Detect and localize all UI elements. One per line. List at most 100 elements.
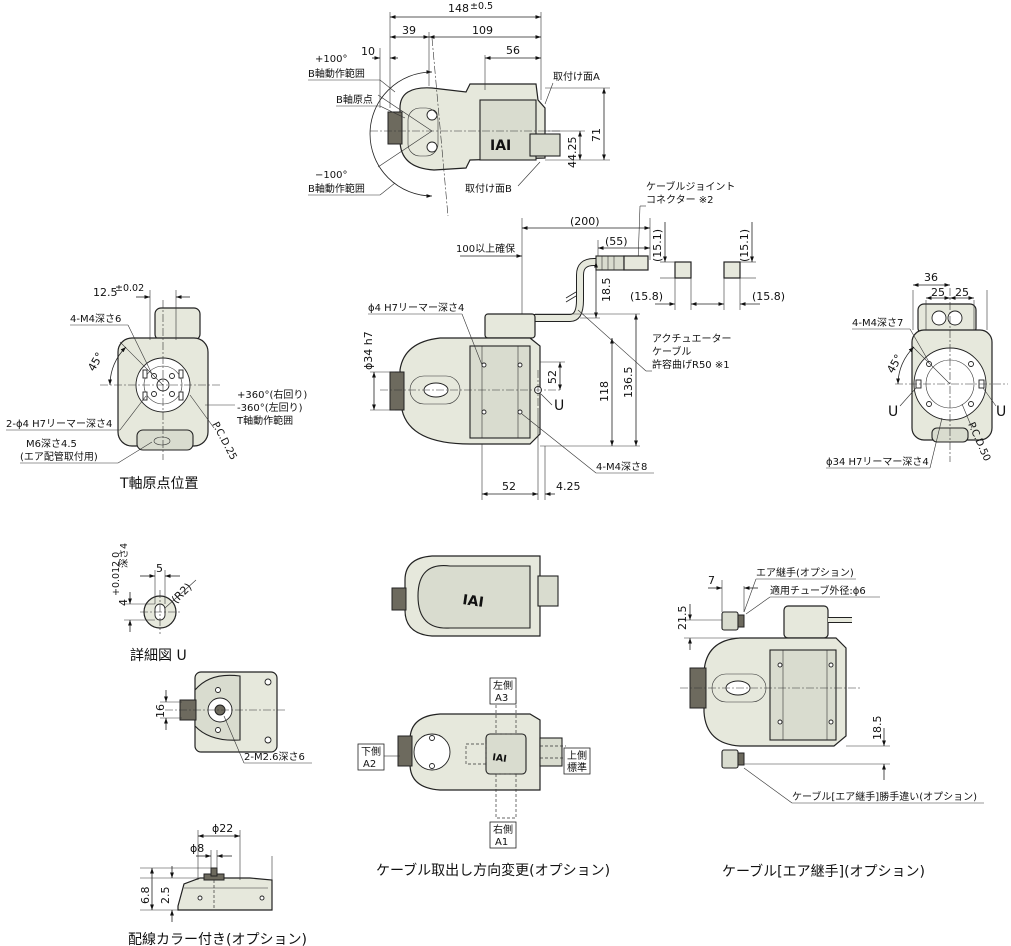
- air-view: エア継手(オプション) 適用チューブ外径:ϕ6 7 21.5 18.5 ケーブル…: [676, 566, 984, 880]
- t-view-m4: 4-M4深さ6: [70, 313, 121, 325]
- dir-down2: A2: [363, 759, 376, 770]
- detail-u: 4 +0.012 0 深さ4 5 (R2) 詳細図 U: [111, 543, 197, 664]
- t-view-dim-12-5: 12.5: [93, 286, 118, 299]
- collar-caption: 配線カラー付き(オプション): [128, 932, 307, 946]
- t-view-range1: +360°(右回り): [237, 388, 307, 401]
- direction-flange: [413, 733, 451, 771]
- right-dim-36: 36: [924, 271, 938, 284]
- dir-left2: A3: [495, 693, 508, 704]
- connector-block-left: [674, 261, 692, 279]
- detail-dim-4: 4: [117, 599, 130, 606]
- t-view-dim-12-5-tol: ±0.02: [115, 283, 144, 294]
- dim-55: (55): [605, 235, 628, 248]
- dim-71: 71: [590, 128, 603, 142]
- air-fitting-label: エア継手(オプション): [756, 566, 854, 579]
- dim-18-5-cable: 18.5: [600, 278, 613, 303]
- label-b-range-bottom: B軸動作範囲: [308, 182, 365, 195]
- main-cable2: ケーブル: [652, 345, 691, 358]
- right-m4: 4-M4深さ7: [852, 317, 903, 329]
- label-secure: 100以上確保: [456, 242, 515, 255]
- top-view-flange: [387, 111, 403, 145]
- air-fitting: [721, 611, 739, 631]
- cable-connector-ribbed: [595, 255, 625, 271]
- top-view-hole: [426, 109, 438, 121]
- detail-u-caption: 詳細図 U: [130, 648, 187, 664]
- t-view-range2: -360°(左回り): [237, 401, 303, 414]
- right-u-left: U: [888, 404, 898, 420]
- top-view-housing: [479, 99, 537, 161]
- main-view-flange: [389, 371, 405, 411]
- dim-15-1-left: (15.1): [651, 229, 664, 262]
- label-mount-b: 取付け面B: [465, 182, 512, 195]
- collar-body: [177, 877, 273, 911]
- dir-right1: 右側: [493, 823, 513, 836]
- t-view-top-block: [154, 307, 201, 341]
- direction-caption: ケーブル取出し方向変更(オプション): [376, 862, 610, 879]
- right-u-right: U: [996, 404, 1006, 420]
- dim-148-tol: ±0.5: [470, 1, 493, 12]
- detail-depth: 深さ4: [119, 543, 130, 568]
- top-view-connector: [529, 133, 561, 157]
- main-dim-52h: 52: [502, 480, 516, 493]
- label-plus100: +100°: [315, 54, 347, 65]
- t-view-range3: T軸動作範囲: [236, 414, 293, 427]
- label-b-range-top: B軸動作範囲: [308, 67, 365, 80]
- direction-logo: IAI: [492, 752, 508, 765]
- t-view-m6b: (エア配管取付用): [20, 450, 98, 463]
- main-m4: 4-M4深さ8: [596, 461, 647, 473]
- direction-box-up: [563, 747, 591, 775]
- direction-top-logo: IAI: [461, 592, 484, 611]
- air-dim-7: 7: [708, 574, 715, 587]
- label-joint-line1: ケーブルジョイント: [646, 180, 735, 193]
- main-view-housing: [469, 345, 531, 439]
- main-dim-136-5: 136.5: [622, 367, 635, 399]
- air-dim-21-5: 21.5: [676, 606, 689, 631]
- dim-15-1-right: (15.1): [738, 229, 751, 262]
- top-view-hole: [426, 141, 438, 153]
- top-view-logo: IAI: [490, 138, 511, 154]
- dim-109: 109: [472, 24, 493, 37]
- direction-box-right: [489, 821, 517, 849]
- small-view: 16 2-M2.6深さ6: [154, 671, 312, 764]
- main-dim-34: ϕ34 h7: [362, 331, 375, 370]
- t-origin-view: 45° 12.5 ±0.02 4-M4深さ6 +360°(右回り) -360°(…: [6, 283, 307, 492]
- label-mount-a: 取付け面A: [553, 70, 600, 83]
- main-cable3: 許容曲げR50 ※1: [652, 358, 730, 371]
- small-dim-16: 16: [154, 704, 167, 718]
- direction-box-down: [357, 743, 385, 771]
- collar-view: ϕ22 ϕ8 6.8 2.5 配線カラー付き(オプション): [128, 822, 307, 946]
- collar-dim-8: ϕ8: [190, 842, 204, 855]
- collar-dim-6-8: 6.8: [139, 887, 152, 905]
- dir-left1: 左側: [493, 679, 513, 692]
- air-tube-label: 適用チューブ外径:ϕ6: [770, 584, 866, 597]
- direction-top-view: IAI: [391, 555, 559, 637]
- dir-down1: 下側: [361, 745, 381, 758]
- dim-15-8-right: (15.8): [752, 290, 785, 303]
- dim-148: 148: [448, 2, 469, 15]
- t-view-m6a: M6深さ4.5: [26, 438, 77, 450]
- dir-up2: 標準: [567, 761, 587, 774]
- connector-block-right: [723, 261, 741, 279]
- label-joint-line2: コネクター ※2: [646, 194, 714, 206]
- detail-dim-4-tol: +0.012 0: [111, 552, 122, 596]
- t-view-caption: T軸原点位置: [119, 476, 199, 492]
- small-m26: 2-M2.6深さ6: [244, 751, 305, 763]
- t-view-angle: 45°: [85, 350, 106, 373]
- cable-connector-head: [623, 255, 649, 271]
- main-reamer: ϕ4 H7リーマー深さ4: [368, 302, 464, 314]
- right-dim-25b: 25: [955, 286, 969, 299]
- dim-15-8-left: (15.8): [630, 290, 663, 303]
- main-dim-4-25: 4.25: [556, 480, 581, 493]
- t-view-pin: 2-ϕ4 H7リーマー深さ4: [6, 418, 112, 430]
- main-u: U: [554, 398, 564, 414]
- top-view: IAI 148 ±0.5 39 109 10 56 44.25 71: [308, 1, 610, 217]
- air-reverse-label: ケーブル[エア継手]勝手違い(オプション): [792, 790, 977, 803]
- main-view: ϕ34 h7 52 118 136.5 52 4.25 ϕ4 H7リーマー深さ4…: [362, 302, 732, 500]
- t-view-pcd: P.C.D.25: [209, 420, 238, 462]
- main-dim-118: 118: [598, 381, 611, 402]
- right-view: 36 25 25 4-M4深さ7 45° U U ϕ34 H7リーマー深さ4 P…: [826, 271, 1008, 469]
- dim-200: (200): [570, 215, 600, 228]
- direction-view: IAI 左側 A3 下側 A2 上側 標準 右側 A1 ケーブル取出し方向変更(…: [357, 677, 610, 879]
- air-fitting-reverse: [721, 749, 739, 769]
